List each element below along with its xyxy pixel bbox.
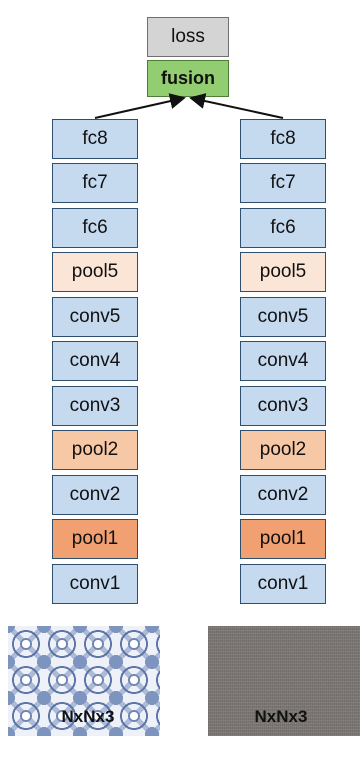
- right-arrow: [189, 93, 284, 119]
- texture-tile-image: [8, 626, 160, 736]
- left-input-caption: NxNx3: [61, 707, 115, 726]
- right-conv3: conv3: [240, 386, 326, 426]
- fusion-box: fusion: [147, 60, 229, 97]
- left-conv5: conv5: [52, 297, 138, 337]
- left-conv4: conv4: [52, 341, 138, 381]
- left-fc7: fc7: [52, 163, 138, 203]
- right-pool2: pool2: [240, 430, 326, 470]
- right-conv1: conv1: [240, 564, 326, 604]
- right-fc7: fc7: [240, 163, 326, 203]
- left-pool1: pool1: [52, 519, 138, 559]
- right-conv4: conv4: [240, 341, 326, 381]
- right-conv5: conv5: [240, 297, 326, 337]
- right-conv2: conv2: [240, 475, 326, 515]
- left-pool2: pool2: [52, 430, 138, 470]
- left-arrow: [94, 93, 186, 119]
- right-fc8: fc8: [240, 119, 326, 159]
- noise-texture-image: [208, 626, 360, 736]
- right-pool1: pool1: [240, 519, 326, 559]
- left-fc6: fc6: [52, 208, 138, 248]
- right-fc6: fc6: [240, 208, 326, 248]
- left-pool5: pool5: [52, 252, 138, 292]
- left-conv3: conv3: [52, 386, 138, 426]
- left-conv1: conv1: [52, 564, 138, 604]
- left-conv2: conv2: [52, 475, 138, 515]
- loss-box: loss: [147, 17, 229, 57]
- right-pool5: pool5: [240, 252, 326, 292]
- left-fc8: fc8: [52, 119, 138, 159]
- right-input-caption: NxNx3: [254, 707, 308, 726]
